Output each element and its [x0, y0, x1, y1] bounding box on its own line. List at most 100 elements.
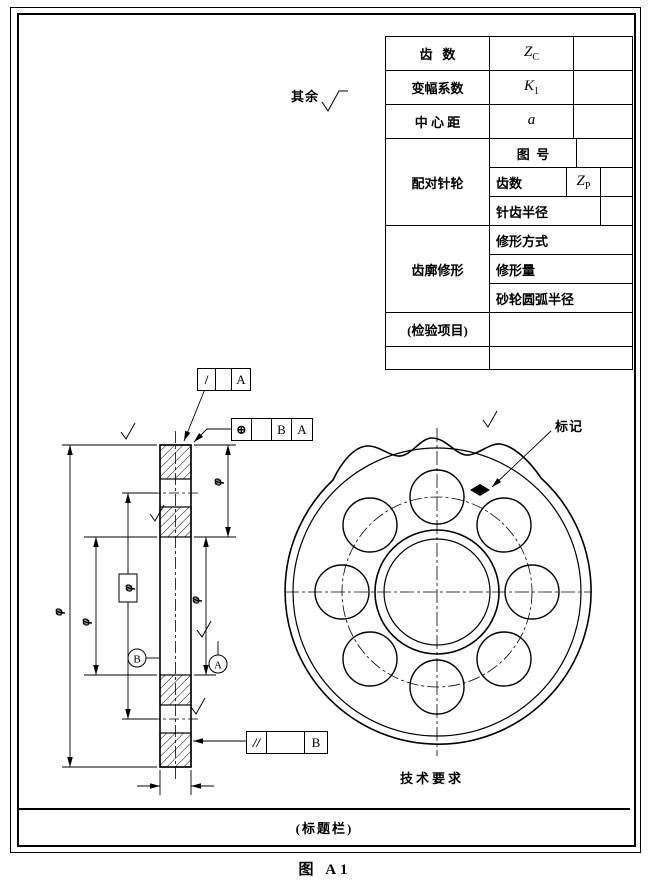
- tolerance-cell-empty: [216, 369, 232, 390]
- mark-leader: [491, 430, 552, 488]
- sheet-inner-border: [17, 13, 636, 847]
- side-view-dimensions: φ φ φ φ φ: [50, 444, 236, 795]
- sub-label: 砂轮圆弧半径: [496, 291, 575, 307]
- pin-hole: [342, 497, 398, 553]
- row-label: 齿 数: [386, 37, 490, 70]
- root-circle: [292, 447, 582, 737]
- sub-row-wheel-radius: 砂轮圆弧半径: [490, 284, 632, 312]
- fcf-angularity: / A: [197, 368, 251, 391]
- tolerance-cell-empty: [252, 419, 272, 440]
- teeth-symbol: ZC: [523, 44, 539, 63]
- table-group-pin-wheel: 配对针轮 图 号 齿数 ZP 针齿半径: [386, 139, 632, 226]
- tech-requirements-label: 技术要求: [400, 771, 465, 786]
- row-label: (检验项目): [386, 313, 490, 346]
- empty-cell: [490, 347, 632, 369]
- value-cell-empty: [601, 197, 632, 225]
- roughness-marks: [120, 90, 498, 715]
- sub-row-pin-teeth: 齿数 ZP: [490, 168, 632, 197]
- basic-dim-box: [118, 573, 138, 603]
- spec-table: 齿 数 ZC 变幅系数 K1 中 心 距 a 配对针轮 图 号 齿数: [385, 36, 633, 370]
- sub-row-mod-amount: 修形量: [490, 255, 632, 284]
- side-view: [150, 431, 201, 781]
- pin-hole: [314, 564, 370, 620]
- center-bore-inner: [383, 538, 491, 646]
- position-leader: [193, 428, 231, 443]
- pin-hole: [476, 631, 532, 687]
- value-cell-empty: [574, 105, 632, 138]
- center-bore-outer: [374, 529, 500, 655]
- rest-roughness-label: 其余: [291, 89, 320, 104]
- sheet-outer-border: [10, 7, 641, 853]
- table-row-center-distance: 中 心 距 a: [386, 105, 632, 139]
- table-row-amplitude: 变幅系数 K1: [386, 71, 632, 105]
- empty-cell: [386, 347, 490, 369]
- datum-a-flag: A: [208, 641, 228, 674]
- title-block: (标题栏): [19, 808, 630, 845]
- group-label: 配对针轮: [386, 139, 490, 225]
- roughness-icon: [196, 620, 212, 638]
- fcf-position: ⊕ B A: [231, 418, 313, 441]
- phi-label: φ: [50, 608, 65, 615]
- datum-b-letter: B: [133, 654, 140, 666]
- table-row-inspection: (检验项目): [386, 313, 632, 347]
- angularity-leader: [183, 388, 206, 442]
- table-row-teeth: 齿 数 ZC: [386, 37, 632, 71]
- bolt-circle: [341, 496, 533, 688]
- value-cell-empty: [574, 37, 632, 70]
- sub-row-mod-mode: 修形方式: [490, 226, 632, 255]
- side-view-outline: [159, 444, 192, 768]
- parallelism-icon: //: [247, 732, 267, 753]
- datum-b-flag: B: [127, 648, 159, 668]
- tolerance-cell-empty: [267, 732, 305, 753]
- datum-ref: A: [297, 421, 307, 437]
- value-cell-empty: [490, 313, 632, 346]
- section-web-bottom: [159, 674, 192, 706]
- phi-label-boxed: φ: [120, 584, 135, 591]
- datum-ref: B: [272, 419, 292, 440]
- phi-label: φ: [187, 596, 202, 603]
- phi-label: φ: [77, 618, 92, 625]
- roughness-icon: [482, 410, 498, 428]
- front-view: [284, 428, 592, 756]
- pin-hole: [476, 497, 532, 553]
- value-cell-empty: [577, 139, 632, 167]
- datum-a-circle: [208, 654, 228, 674]
- section-rim-bottom: [159, 732, 192, 768]
- roughness-icon: [190, 697, 206, 715]
- pin-hole: [409, 469, 465, 525]
- phi-label: φ: [209, 478, 224, 485]
- mark-diamond-icon: [470, 484, 490, 496]
- position-icon: ⊕: [232, 419, 252, 440]
- group-label: 齿廓修形: [386, 226, 490, 312]
- roughness-icon: [120, 422, 136, 440]
- center-distance-symbol: a: [527, 112, 536, 128]
- sub-row-drawing-no: 图 号: [490, 139, 632, 168]
- figure-caption: 图 A1: [298, 862, 352, 878]
- datum-a-letter: A: [214, 660, 222, 672]
- sub-label: 针齿半径: [490, 197, 601, 225]
- cycloid-outer-profile: [284, 437, 592, 746]
- amplitude-symbol: K1: [523, 78, 539, 97]
- mark-label: 标记: [555, 419, 584, 434]
- row-label: 中 心 距: [386, 105, 490, 138]
- datum-b-circle: [127, 648, 147, 668]
- gdt-leaders: [183, 388, 246, 744]
- rest-roughness-icon: [321, 90, 348, 112]
- table-row-empty: [386, 347, 632, 369]
- row-label: 变幅系数: [386, 71, 490, 104]
- sub-label: 齿数: [490, 168, 567, 196]
- roughness-icon: [149, 504, 165, 522]
- datum-ref: B: [311, 734, 321, 750]
- pin-hole: [409, 659, 465, 715]
- sub-row-pin-radius: 针齿半径: [490, 197, 632, 225]
- pin-hole: [342, 631, 398, 687]
- angularity-icon: /: [198, 369, 216, 390]
- datum-ref: A: [236, 371, 246, 387]
- value-cell-empty: [601, 168, 632, 196]
- pin-teeth-symbol: ZP: [576, 172, 591, 192]
- sub-label: 修形方式: [496, 233, 549, 249]
- sub-label: 修形量: [496, 262, 536, 278]
- table-group-profile-mod: 齿廓修形 修形方式 修形量 砂轮圆弧半径: [386, 226, 632, 313]
